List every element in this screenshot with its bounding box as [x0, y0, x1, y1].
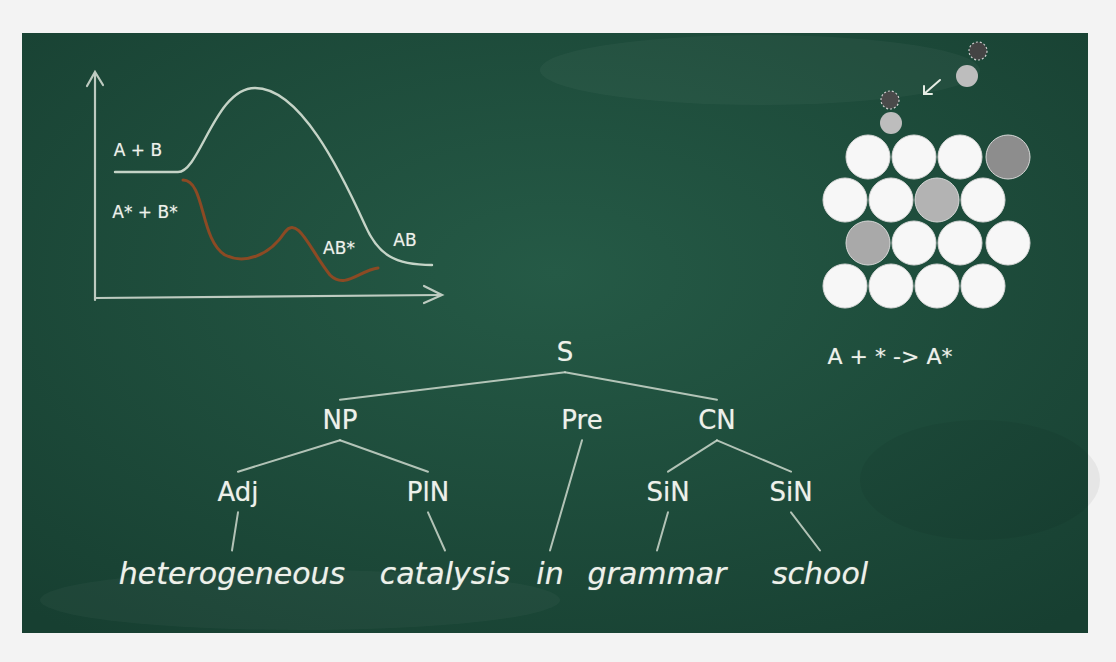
label-text: A + B [114, 142, 162, 159]
reaction-equation: A + * -> A* [826, 345, 955, 369]
surface-atom [986, 221, 1030, 265]
category-text: PlN [407, 478, 449, 507]
category-text: NP [322, 406, 357, 435]
gas-atom [969, 42, 987, 60]
surface-atom [892, 221, 936, 265]
surface-atom [938, 221, 982, 265]
tree-category: S [553, 336, 578, 369]
sentence-word: in [532, 555, 567, 592]
label-text: A + * -> A* [828, 346, 953, 368]
chalk-smudge [540, 35, 980, 105]
category-text: Adj [217, 478, 258, 507]
x-axis [95, 295, 440, 298]
adsorbed-atom [986, 135, 1030, 179]
energy-state-label: AB* [321, 239, 357, 258]
label-text: AB [393, 232, 416, 249]
gas-atom [956, 65, 978, 87]
category-text: S [557, 338, 574, 367]
arrow-shaft [924, 80, 940, 94]
sentence-word: catalysis [376, 555, 515, 592]
energy-curve [115, 88, 432, 265]
surface-atom [846, 135, 890, 179]
arrow-head [924, 86, 932, 94]
energy-state-label: AB [391, 231, 418, 250]
surface-atom [869, 178, 913, 222]
tree-branch [657, 512, 668, 550]
word-text: catalysis [380, 557, 511, 590]
axis-arrowhead [424, 286, 442, 303]
surface-atom [961, 178, 1005, 222]
adsorbing-atom [880, 112, 902, 134]
category-text: SiN [646, 478, 689, 507]
surface-atom [892, 135, 936, 179]
tree-branch [717, 440, 791, 471]
catalysed-energy-curve [183, 180, 378, 281]
energy-axes [87, 72, 442, 303]
catalyst-surface [823, 135, 1030, 308]
tree-branch [791, 512, 820, 550]
tree-branch [340, 440, 428, 471]
surface-atom [961, 264, 1005, 308]
tree-category: PlN [403, 476, 453, 509]
tree-category: SiN [765, 476, 816, 509]
sentence-word: grammar [584, 555, 731, 592]
tree-branch [238, 440, 340, 471]
tree-branch [668, 440, 717, 471]
surface-atom [823, 264, 867, 308]
energy-state-label: A* + B* [110, 203, 179, 222]
word-text: school [772, 557, 868, 590]
approach-arrow [924, 80, 940, 94]
sentence-word: heterogeneous [115, 555, 349, 592]
surface-atom [869, 264, 913, 308]
sentence-word: school [768, 555, 872, 592]
label-text: AB* [323, 240, 355, 257]
tree-category: NP [318, 404, 361, 437]
adsorbed-atom [915, 178, 959, 222]
adsorbing-atom [881, 91, 899, 109]
energy-state-label: A + B [112, 141, 164, 160]
tree-branch [550, 440, 582, 550]
adsorbed-atom [846, 221, 890, 265]
surface-atom [938, 135, 982, 179]
category-text: Pre [561, 406, 602, 435]
word-text: in [536, 557, 563, 590]
category-text: CN [698, 406, 736, 435]
tree-category: Pre [557, 404, 606, 437]
tree-category: Adj [213, 476, 262, 509]
y-axis [94, 74, 96, 300]
tree-category: CN [694, 404, 740, 437]
tree-category: SiN [642, 476, 693, 509]
label-text: A* + B* [112, 204, 177, 221]
word-text: grammar [588, 557, 727, 590]
tree-branch [232, 512, 238, 550]
chalk-smudge [860, 420, 1100, 540]
axis-arrowhead [87, 72, 103, 86]
category-text: SiN [769, 478, 812, 507]
chalkboard [22, 33, 1088, 633]
tree-branch [565, 372, 717, 399]
word-text: heterogeneous [119, 557, 345, 590]
surface-atom [915, 264, 959, 308]
surface-atom [823, 178, 867, 222]
tree-branch [340, 372, 565, 399]
tree-branch [428, 512, 445, 550]
